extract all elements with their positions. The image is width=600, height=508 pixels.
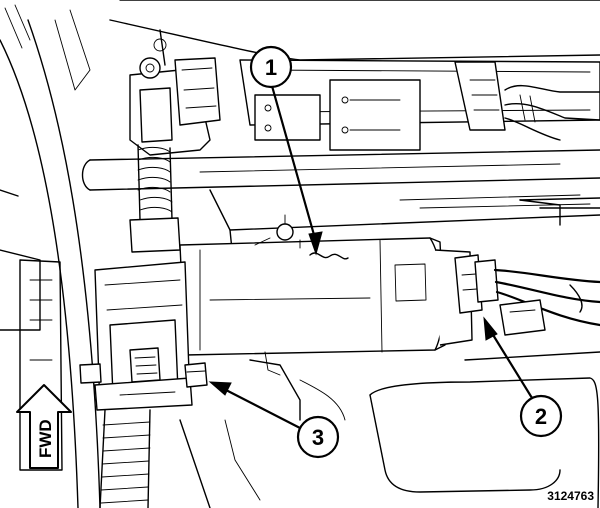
lower-floor [179,351,600,508]
mount-bracket [79,261,193,411]
fastener-bolt [184,362,208,388]
callout-1-number: 1 [265,55,277,80]
upper-floor-pan [109,0,600,151]
wire-harness-connector [454,254,600,336]
figure-number: 3124763 [547,489,594,503]
seat-track-crossbar [81,149,600,251]
callout-2-circle [519,394,563,438]
motor-assembly [179,214,473,376]
callout-2: 2 [483,316,563,438]
callout-2-number: 2 [535,404,547,429]
left-frame-rail [0,4,101,508]
callout-1-circle [249,45,293,89]
lower-cable-coil [99,409,151,508]
fwd-label: FWD [36,419,55,458]
callout-3-circle [296,415,340,459]
callout-3: 3 [208,381,340,459]
callout-1: 1 [249,45,323,256]
spring-mechanism [129,29,221,253]
callout-3-number: 3 [312,425,324,450]
fwd-direction-arrow [16,384,72,469]
